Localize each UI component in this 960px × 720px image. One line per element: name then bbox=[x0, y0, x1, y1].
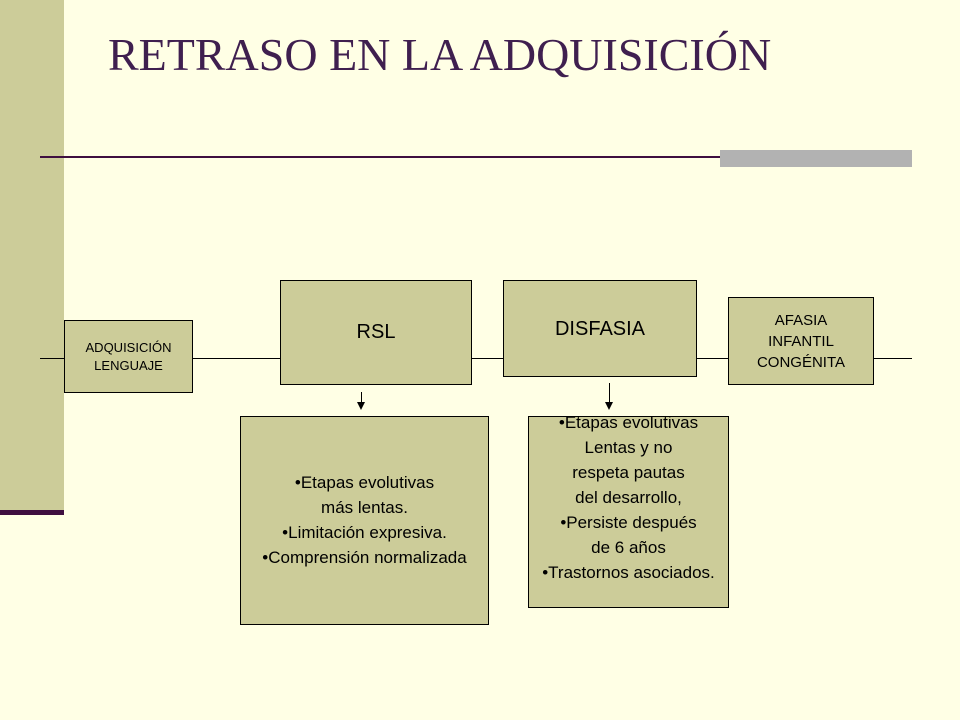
slide-title: RETRASO EN LA ADQUISICIÓN bbox=[108, 29, 772, 80]
arrow-rsl-head bbox=[357, 402, 365, 410]
arrow-disfasia-head bbox=[605, 402, 613, 410]
detail-disfasia-line-1: •Etapas evolutivas bbox=[558, 413, 699, 432]
detail-rsl-text: •Etapas evolutivas más lentas. •Limitaci… bbox=[234, 470, 495, 570]
node-afasia-infantil-congenita: AFASIA INFANTIL CONGÉNITA bbox=[728, 297, 874, 385]
title-underline-accent bbox=[720, 150, 912, 167]
node-adquisicion-line-2: LENGUAJE bbox=[94, 357, 163, 373]
detail-rsl-line-4: •Comprensión normalizada bbox=[262, 548, 467, 567]
node-disfasia: DISFASIA bbox=[503, 280, 697, 377]
node-rsl: RSL bbox=[280, 280, 472, 385]
node-afasia-line-2: INFANTIL bbox=[768, 332, 834, 350]
detail-disfasia-box bbox=[528, 416, 729, 608]
detail-rsl-line-1: •Etapas evolutivas bbox=[294, 473, 435, 492]
detail-disfasia-line-2: Lentas y no bbox=[584, 438, 673, 457]
node-afasia-line-1: AFASIA bbox=[774, 311, 828, 329]
detail-rsl-line-2: más lentas. bbox=[321, 498, 408, 517]
detail-disfasia-line-6: de 6 años bbox=[591, 538, 666, 557]
detail-disfasia-text: •Etapas evolutivas Lentas y no respeta p… bbox=[520, 410, 737, 585]
detail-disfasia-line-7: •Trastornos asociados. bbox=[542, 563, 715, 582]
detail-rsl-line-3: •Limitación expresiva. bbox=[282, 523, 447, 542]
node-adquisicion-lenguaje: ADQUISICIÓN LENGUAJE bbox=[64, 320, 193, 393]
detail-disfasia-line-4: del desarrollo, bbox=[575, 488, 682, 507]
node-afasia-line-3: CONGÉNITA bbox=[756, 353, 846, 371]
node-adquisicion-line-1: ADQUISICIÓN bbox=[85, 339, 172, 355]
detail-disfasia-line-5: •Persiste después bbox=[560, 513, 697, 532]
detail-disfasia-line-3: respeta pautas bbox=[572, 463, 685, 482]
connector-line bbox=[40, 358, 912, 359]
detail-rsl-box bbox=[240, 416, 489, 625]
arrow-disfasia-stem bbox=[609, 383, 610, 403]
left-sidebar-rule bbox=[0, 510, 64, 515]
node-rsl-label: RSL bbox=[356, 321, 396, 343]
left-sidebar-bar bbox=[0, 0, 64, 510]
node-disfasia-label: DISFASIA bbox=[554, 318, 646, 340]
title-underline bbox=[40, 156, 912, 158]
arrow-rsl-stem bbox=[361, 392, 362, 403]
